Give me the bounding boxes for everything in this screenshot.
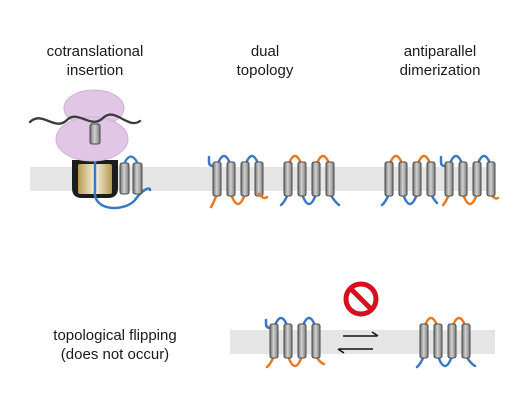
label-line: cotranslational [46, 43, 144, 60]
protein-orange-top [279, 154, 341, 207]
prohibited-icon [343, 281, 379, 317]
flip-protein-right [415, 316, 477, 369]
panel-label-cotranslational-insertion: cotranslational insertion [0, 42, 190, 80]
helix [132, 162, 143, 195]
loop [123, 155, 139, 164]
panel-label-topological-flipping: topological flipping (does not occur) [15, 326, 215, 364]
dimer-protein-left [380, 154, 439, 207]
helix [119, 162, 130, 195]
label-line: (does not occur) [60, 346, 170, 363]
nascent-chain [93, 187, 152, 210]
label-line: insertion [66, 62, 124, 79]
label-line: dual [250, 43, 280, 60]
label-line: antiparallel [403, 43, 477, 60]
flip-protein-left [264, 316, 326, 369]
dimer-protein-right [439, 154, 500, 207]
label-line: topological flipping [53, 327, 177, 344]
panel-label-dual-topology: dual topology [190, 42, 340, 80]
ribosome-icon [55, 89, 129, 162]
protein-blue-top [207, 154, 269, 209]
equilibrium-arrows-icon [337, 331, 379, 354]
label-line: dimerization [399, 62, 481, 79]
helix-in-ribosome [89, 123, 101, 145]
panel-label-antiparallel-dimerization: antiparallel dimerization [360, 42, 520, 80]
label-line: topology [236, 62, 294, 79]
mrna-strand [28, 113, 142, 125]
